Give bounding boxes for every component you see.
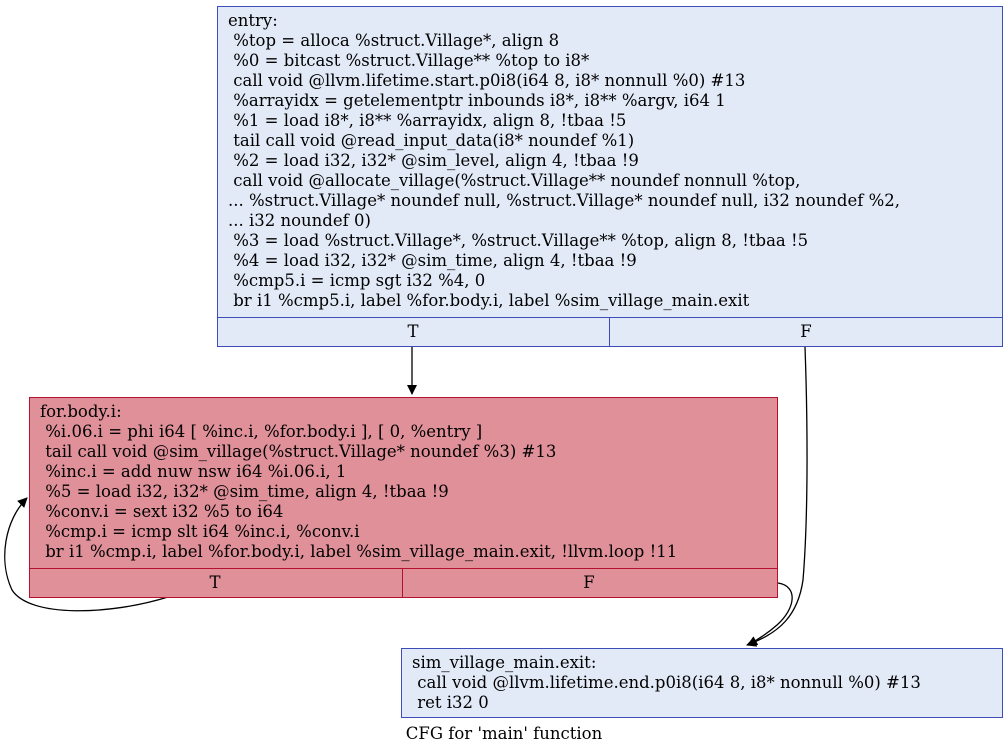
code-line: call void @llvm.lifetime.end.p0i8(i64 8,… (412, 673, 921, 692)
code-line: %top = alloca %struct.Village*, align 8 (228, 31, 559, 50)
edge-for-body-false-to-exit (747, 582, 793, 646)
code-line: ... i32 noundef 0) (228, 211, 371, 230)
code-line: ret i32 0 (412, 693, 489, 712)
node-for-body-box (29, 397, 778, 598)
code-line: for.body.i: (40, 402, 122, 421)
code-line: %cmp.i = icmp slt i64 %inc.i, %conv.i (40, 522, 360, 541)
diagram-caption: CFG for 'main' function (406, 724, 603, 743)
node-for-body-false-port: F (583, 573, 594, 592)
node-for-body-true-port: T (209, 573, 220, 592)
code-line: call void @allocate_village(%struct.Vill… (228, 171, 800, 190)
code-line: call void @llvm.lifetime.start.p0i8(i64 … (228, 71, 745, 90)
node-for-body-code: for.body.i: %i.06.i = phi i64 [ %inc.i, … (40, 402, 677, 561)
code-line: %i.06.i = phi i64 [ %inc.i, %for.body.i … (40, 422, 482, 441)
node-entry: entry: %top = alloca %struct.Village*, a… (0, 0, 1003, 347)
node-entry-code: entry: %top = alloca %struct.Village*, a… (0, 0, 937, 310)
code-line: tail call void @sim_village(%struct.Vill… (40, 442, 556, 461)
node-exit: sim_village_main.exit: call void @llvm.l… (401, 648, 1003, 718)
code-line: tail call void @read_input_data(i8* noun… (228, 131, 634, 150)
code-line: sim_village_main.exit: (412, 653, 596, 672)
code-line: %inc.i = add nuw nsw i64 %i.06.i, 1 (40, 462, 346, 481)
node-exit-box (401, 648, 1003, 718)
node-entry-false-port: F (800, 322, 811, 341)
node-exit-code: sim_village_main.exit: call void @llvm.l… (412, 653, 921, 712)
code-line: entry: (228, 11, 278, 30)
code-line: br i1 %cmp.i, label %for.body.i, label %… (40, 542, 677, 561)
node-for-body: for.body.i: %i.06.i = phi i64 [ %inc.i, … (29, 397, 778, 598)
edges (4, 346, 808, 647)
node-entry-true-port: T (407, 322, 418, 341)
code-line: %cmp5.i = icmp sgt i32 %4, 0 (228, 271, 485, 290)
code-line: %4 = load i32, i32* @sim_time, align 4, … (228, 251, 637, 270)
code-line: %5 = load i32, i32* @sim_time, align 4, … (40, 482, 449, 501)
edge-for-body-true-loop (4, 497, 169, 612)
node-entry-box (217, 6, 1003, 347)
code-line: %arrayidx = getelementptr inbounds i8*, … (228, 91, 726, 110)
code-line: %0 = bitcast %struct.Village** %top to i… (228, 51, 589, 70)
code-line: %1 = load i8*, i8** %arrayidx, align 8, … (228, 111, 626, 130)
edge-entry-false-to-exit (746, 346, 808, 647)
code-line: ... %struct.Village* noundef null, %stru… (228, 191, 900, 210)
code-line: br i1 %cmp5.i, label %for.body.i, label … (228, 291, 750, 310)
code-line: %conv.i = sext i32 %5 to i64 (40, 502, 283, 521)
code-line: %2 = load i32, i32* @sim_level, align 4,… (228, 151, 639, 170)
code-line: %3 = load %struct.Village*, %struct.Vill… (228, 231, 808, 250)
